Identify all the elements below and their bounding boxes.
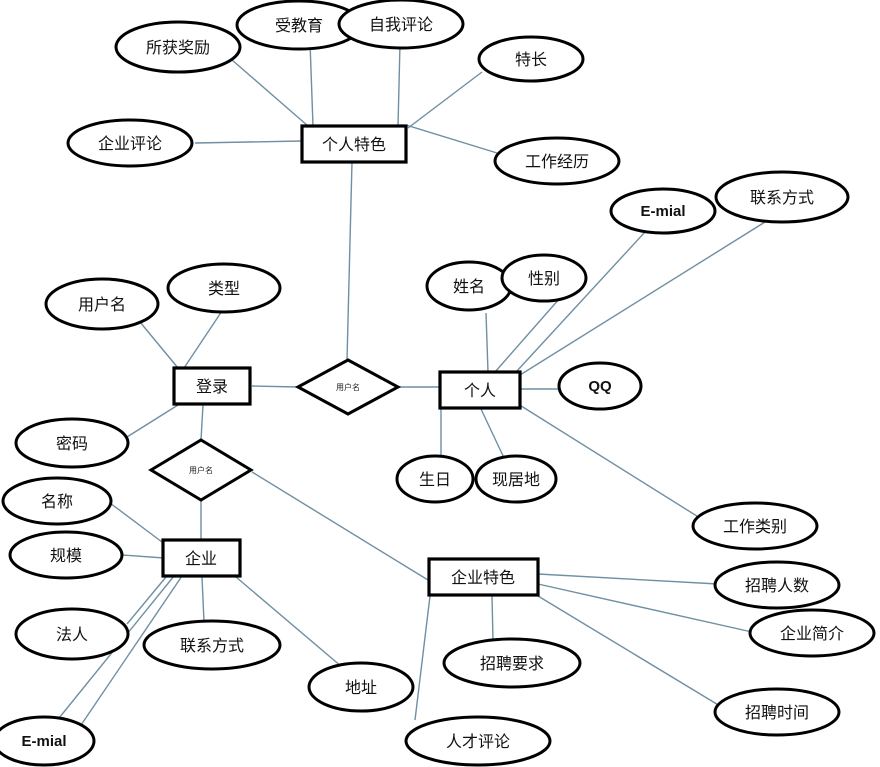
attribute-residence: 现居地 — [474, 454, 558, 504]
connector-lines — [54, 41, 766, 729]
entity-person: 个人 — [438, 370, 522, 410]
svg-text:性别: 性别 — [528, 269, 560, 288]
attribute-contact-person: 联系方式 — [714, 170, 850, 224]
attribute-scale: 规模 — [8, 530, 124, 580]
attribute-company-intro: 企业简介 — [748, 608, 876, 658]
attribute-company-name: 名称 — [1, 476, 113, 526]
svg-text:工作经历: 工作经历 — [525, 152, 589, 171]
svg-text:招聘要求: 招聘要求 — [480, 654, 544, 673]
attribute-talent-review: 人才评论 — [404, 715, 552, 767]
svg-text:特长: 特长 — [515, 50, 547, 69]
svg-text:用户名: 用户名 — [78, 295, 126, 314]
attribute-gender: 性别 — [500, 253, 588, 303]
svg-text:生日: 生日 — [419, 470, 451, 489]
svg-text:E-mial: E-mial — [21, 733, 66, 750]
attribute-hiring-time: 招聘时间 — [713, 687, 841, 737]
svg-text:招聘时间: 招聘时间 — [745, 703, 809, 722]
attribute-hiring-requirements: 招聘要求 — [442, 637, 582, 689]
svg-text:规模: 规模 — [50, 546, 82, 565]
svg-text:地址: 地址 — [345, 678, 377, 697]
attribute-hiring-count: 招聘人数 — [713, 560, 841, 610]
entity-login: 登录 — [172, 366, 252, 406]
attribute-specialty: 特长 — [477, 35, 585, 83]
relationship-login-person: 用户名 — [294, 358, 402, 416]
svg-text:受教育: 受教育 — [275, 16, 323, 35]
svg-text:E-mial: E-mial — [640, 203, 685, 220]
attribute-company-review: 企业评论 — [66, 118, 194, 168]
attribute-type: 类型 — [166, 262, 282, 314]
svg-text:企业简介: 企业简介 — [780, 624, 844, 643]
svg-text:名称: 名称 — [41, 492, 73, 511]
attribute-password: 密码 — [14, 417, 130, 469]
attribute-legal-person: 法人 — [14, 607, 130, 661]
entity-company-traits: 企业特色 — [427, 557, 540, 597]
attribute-username: 用户名 — [44, 277, 160, 331]
svg-text:工作类别: 工作类别 — [723, 517, 787, 536]
svg-text:姓名: 姓名 — [453, 277, 485, 296]
attribute-education: 受教育 — [235, 0, 363, 51]
svg-text:密码: 密码 — [56, 434, 88, 453]
relationship-label: 用户名 — [189, 465, 213, 475]
entity-label: 企业特色 — [451, 568, 515, 587]
entity-label: 登录 — [196, 377, 228, 396]
svg-text:法人: 法人 — [56, 625, 88, 644]
attribute-qq: QQ — [557, 361, 643, 411]
entity-label: 企业 — [185, 549, 217, 568]
svg-text:所获奖励: 所获奖励 — [146, 38, 210, 57]
attribute-awards: 所获奖励 — [114, 20, 242, 74]
svg-text:联系方式: 联系方式 — [180, 636, 244, 655]
svg-text:联系方式: 联系方式 — [750, 188, 814, 207]
svg-text:QQ: QQ — [588, 378, 612, 395]
svg-text:企业评论: 企业评论 — [98, 134, 162, 153]
attribute-email-company: E-mial — [0, 715, 96, 767]
relationship-label: 用户名 — [336, 382, 360, 392]
svg-text:类型: 类型 — [208, 279, 240, 298]
entity-label: 个人特色 — [322, 135, 386, 154]
svg-text:自我评论: 自我评论 — [369, 15, 433, 34]
entity-personal-traits: 个人特色 — [300, 124, 408, 164]
attribute-email-person: E-mial — [609, 187, 717, 235]
attribute-address: 地址 — [307, 661, 415, 713]
svg-text:现居地: 现居地 — [492, 470, 540, 489]
attribute-self-review: 自我评论 — [337, 0, 465, 50]
svg-text:人才评论: 人才评论 — [446, 732, 510, 751]
svg-text:招聘人数: 招聘人数 — [745, 576, 809, 595]
attribute-birthday: 生日 — [395, 454, 475, 504]
attribute-job-category: 工作类别 — [691, 501, 819, 551]
attribute-name-person: 姓名 — [425, 260, 513, 312]
relationship-login-company: 用户名 — [148, 438, 254, 502]
attribute-work-history: 工作经历 — [493, 136, 621, 186]
attribute-contact-company: 联系方式 — [142, 619, 282, 671]
entity-company: 企业 — [161, 538, 242, 578]
entity-label: 个人 — [464, 381, 496, 400]
